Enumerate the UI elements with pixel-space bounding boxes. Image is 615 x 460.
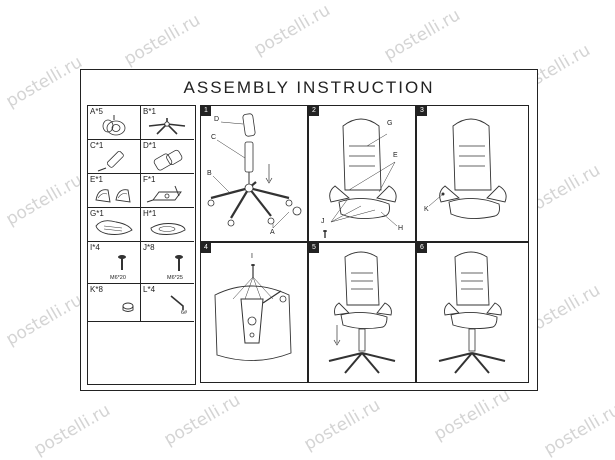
finished-chair-illustration [438, 251, 506, 374]
part-d: D*1 [141, 140, 194, 174]
part-h: H*1 [141, 208, 194, 242]
callout-label: B [207, 170, 212, 177]
step-number: 2 [309, 106, 319, 116]
callout-label: C [211, 134, 217, 141]
page-title: ASSEMBLY INSTRUCTION [183, 78, 435, 97]
backrest-icon [95, 220, 133, 235]
callout-label: D [214, 116, 220, 123]
step-4-panel: 4 I [200, 242, 308, 383]
screw-icon [118, 255, 126, 270]
part-b: B*1 [141, 106, 194, 140]
part-l: L*4 6# [141, 284, 194, 322]
part-label: H*1 [143, 209, 157, 218]
callout-label: I [251, 253, 253, 260]
parts-list: A*5 B*1 C*1 D*1 [87, 105, 196, 385]
part-g: G*1 [88, 208, 141, 242]
callout-label: A [270, 229, 275, 236]
watermark: postelli.ru [30, 400, 114, 460]
part-j: J*8 M6*25 [141, 242, 194, 284]
part-label: D*1 [143, 141, 157, 150]
part-spec: M6*20 [110, 275, 126, 281]
cylinder-cover-icon [153, 149, 183, 171]
base-assembly-illustration [207, 113, 302, 229]
gas-lift-icon [97, 150, 124, 172]
part-label: F*1 [143, 175, 156, 184]
mechanism-mount-illustration [214, 264, 292, 361]
caster-wheel-icon [102, 115, 126, 136]
seat-icon [150, 223, 186, 235]
step-number: 3 [417, 106, 427, 116]
watermark: postelli.ru [160, 390, 244, 450]
step-1-panel: 1 D C B A [200, 105, 308, 242]
callout-label: J [321, 218, 325, 225]
part-label: B*1 [143, 107, 156, 116]
part-label: I*4 [90, 243, 100, 252]
mechanism-icon [146, 185, 182, 203]
part-label: L*4 [143, 285, 156, 294]
star-base-icon [148, 118, 186, 135]
watermark: postelli.ru [250, 0, 334, 60]
seat-backrest-illustration [323, 118, 398, 238]
allen-key-icon [170, 295, 184, 310]
step-number: 5 [309, 243, 319, 253]
part-label: A*5 [90, 107, 103, 116]
step-number: 6 [417, 243, 427, 253]
watermark: postelli.ru [2, 170, 86, 230]
armrest-caps-illustration [428, 118, 507, 219]
parts-list-blank [88, 322, 195, 384]
step-3-panel: 3 K [416, 105, 529, 242]
callout-label: H [398, 225, 404, 232]
watermark: postelli.ru [2, 52, 86, 112]
part-c: C*1 [88, 140, 141, 174]
part-label: J*8 [143, 243, 155, 252]
callout-label: E [393, 152, 398, 159]
part-e: E*1 [88, 174, 141, 208]
cap-icon [122, 302, 134, 312]
part-spec: M6*25 [167, 275, 183, 281]
step-number: 4 [201, 243, 211, 253]
part-label: C*1 [90, 141, 104, 150]
armrest-icon [95, 189, 131, 203]
chair-on-base-illustration [328, 251, 396, 374]
part-label: K*8 [90, 285, 103, 294]
step-6-panel: 6 [416, 242, 529, 383]
watermark: postelli.ru [120, 10, 204, 70]
watermark: postelli.ru [540, 400, 615, 460]
part-label: E*1 [90, 175, 103, 184]
step-2-panel: 2 G E J H [308, 105, 416, 242]
watermark: postelli.ru [380, 5, 464, 65]
instruction-sheet: ASSEMBLY INSTRUCTION A*5 B*1 C*1 [80, 69, 538, 391]
callout-label: G [387, 120, 393, 127]
part-f: F*1 [141, 174, 194, 208]
part-label: G*1 [90, 209, 104, 218]
watermark: postelli.ru [300, 395, 384, 455]
watermark: postelli.ru [2, 290, 86, 350]
screw-icon [175, 255, 183, 271]
part-i: I*4 M6*20 [88, 242, 141, 284]
callout-label: K [424, 206, 429, 213]
watermark: postelli.ru [430, 385, 514, 445]
part-k: K*8 [88, 284, 141, 322]
part-spec: 6# [181, 310, 188, 316]
step-5-panel: 5 [308, 242, 416, 383]
step-number: 1 [201, 106, 211, 116]
part-a: A*5 [88, 106, 141, 140]
